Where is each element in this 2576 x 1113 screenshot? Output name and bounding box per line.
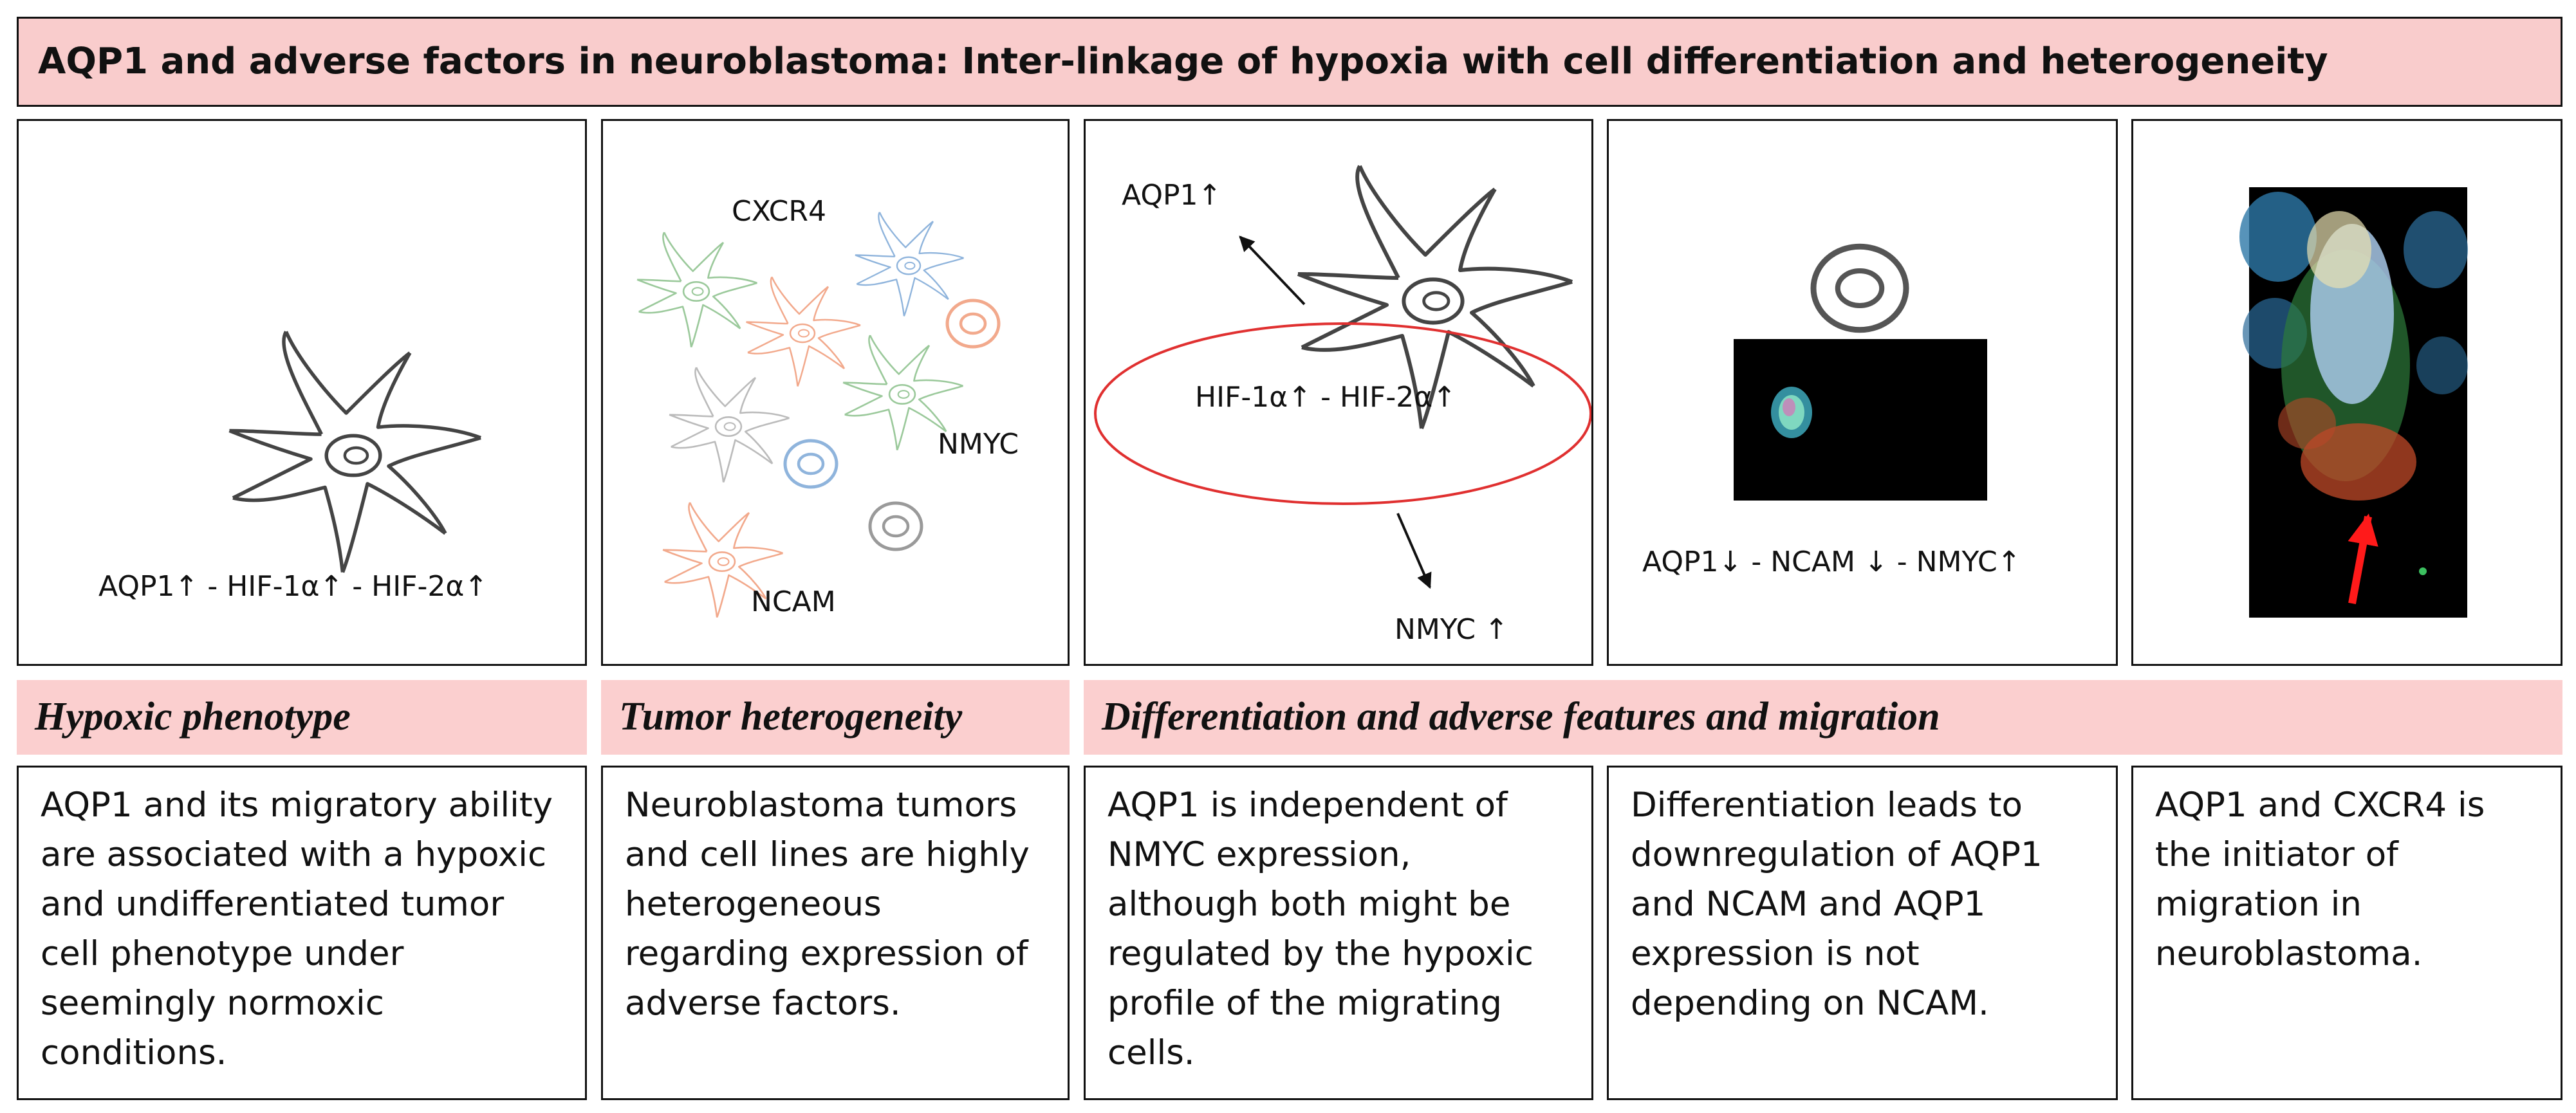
round-cell-blue-icon (785, 441, 837, 487)
category-differentiation-migration: Differentiation and adverse features and… (1084, 680, 2562, 755)
neuron-gray-icon (668, 366, 790, 483)
nmyc-up-label: NMYC ↑ (1395, 613, 1508, 646)
panel-hypoxic-cell: AQP1↑ - HIF-1α↑ - HIF-2α↑ (17, 119, 587, 666)
panel-2-illustration (636, 211, 1068, 618)
category-hypoxic-phenotype: Hypoxic phenotype (17, 680, 587, 755)
cell-micrograph (1734, 339, 1987, 501)
description-hypoxic-phenotype: AQP1 and its migratory ability are assoc… (17, 766, 587, 1100)
round-cell-gray-icon (1813, 246, 1906, 330)
neuron-orange-icon (745, 276, 862, 387)
panel-differentiation: AQP1↓ - NCAM ↓ - NMYC↑ (1607, 119, 2118, 666)
hif-label: HIF-1α↑ - HIF-2α↑ (1195, 381, 1457, 414)
neuron-blue-icon (854, 211, 965, 317)
figure-title: AQP1 and adverse factors in neuroblastom… (17, 17, 2562, 107)
differentiation-marker-label: AQP1↓ - NCAM ↓ - NMYC↑ (1642, 546, 2021, 578)
arrow-to-aqp1 (1239, 235, 1306, 306)
panel-tumor-heterogeneity: CXCR4 NMYC NCAM (601, 119, 1070, 666)
ncam-label: NCAM (751, 585, 836, 618)
migration-arrow (2348, 513, 2378, 605)
hypoxia-marker-label: AQP1↑ - HIF-1α↑ - HIF-2α↑ (98, 570, 488, 603)
description-tumor-heterogeneity: Neuroblastoma tumors and cell lines are … (601, 766, 1070, 1100)
category-tumor-heterogeneity: Tumor heterogeneity (601, 680, 1070, 755)
hif-ellipse (1094, 322, 1591, 505)
aqp1-up-label: AQP1↑ (1122, 179, 1222, 212)
cxcr4-label: CXCR4 (732, 195, 826, 228)
panel-hif-regulation: AQP1↑ HIF-1α↑ - HIF-2α↑ NMYC ↑ (1084, 119, 1593, 666)
nmyc-label: NMYC (938, 428, 1019, 461)
neuron-green-icon (636, 231, 758, 348)
panel-migration (2131, 119, 2562, 666)
round-cell-gray-icon (870, 503, 922, 549)
arrow-to-nmyc (1396, 513, 1432, 589)
description-nmyc-independence: AQP1 is independent of NMYC expression, … (1084, 766, 1593, 1100)
panel-5-illustration (2239, 187, 2468, 618)
panel-3-illustration (1094, 121, 1591, 589)
panel-4-illustration (1734, 121, 1987, 501)
description-differentiation: Differentiation leads to downregulation … (1607, 766, 2118, 1100)
description-migration-initiator: AQP1 and CXCR4 is the initiator of migra… (2131, 766, 2562, 1100)
round-cell-orange-icon (947, 300, 999, 347)
neuron-cell-icon (230, 332, 481, 573)
